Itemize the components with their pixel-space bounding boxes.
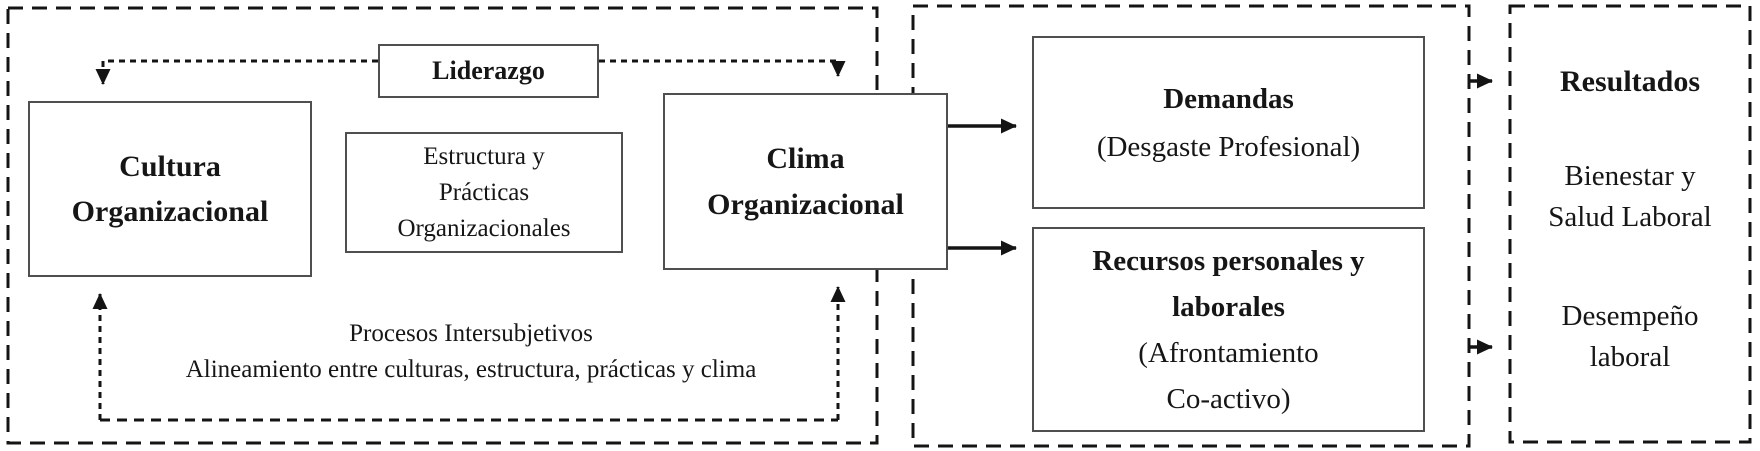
demandas-title: Demandas: [1163, 82, 1294, 115]
estructura-line-2: Prácticas: [438, 178, 530, 206]
procesos-line-1: Procesos Intersubjetivos: [349, 320, 593, 347]
resultados-item-desempeno: Desempeño laboral: [1510, 296, 1750, 378]
recursos-title-line-2: laborales: [1172, 290, 1285, 323]
resultados-title: Resultados: [1559, 65, 1701, 98]
clima-organizacional-box: Clima Organizacional: [663, 93, 948, 270]
desempeno-line-2: laboral: [1589, 341, 1671, 373]
bienestar-line-2: Salud Laboral: [1548, 201, 1712, 233]
liderazgo-box: Liderazgo: [378, 44, 599, 98]
procesos-line-2: Alineamiento entre culturas, estructura,…: [185, 356, 757, 383]
cultura-line-2: Organizacional: [71, 195, 269, 228]
resultados-dashed-frame: [1508, 4, 1752, 444]
cultura-line-1: Cultura: [119, 150, 221, 183]
liderazgo-label: Liderazgo: [432, 56, 545, 85]
demandas-box: Demandas (Desgaste Profesional): [1032, 36, 1425, 209]
estructura-line-3: Organizacionales: [397, 214, 571, 242]
recursos-subtitle-line-2: Co-activo): [1166, 382, 1291, 415]
demandas-subtitle: (Desgaste Profesional): [1096, 130, 1361, 163]
recursos-title-line-1: Recursos personales y: [1092, 244, 1365, 277]
recursos-box: Recursos personales y laborales (Afronta…: [1032, 227, 1425, 432]
bienestar-line-1: Bienestar y: [1564, 160, 1696, 192]
clima-line-1: Clima: [766, 141, 845, 175]
arrow-liderazgo-to-cultura: [95, 59, 378, 85]
estructura-line-1: Estructura y: [423, 142, 545, 170]
demands-resources-dashed-frame: [911, 4, 1471, 448]
recursos-subtitle-line-1: (Afrontamiento: [1138, 336, 1319, 369]
arrow-liderazgo-to-clima: [599, 59, 846, 77]
procesos-intersubjetivos-note: Procesos Intersubjetivos Alineamiento en…: [140, 316, 802, 388]
cultura-organizacional-box: Cultura Organizacional: [28, 101, 312, 277]
desempeno-line-1: Desempeño: [1561, 300, 1699, 332]
clima-line-2: Organizacional: [707, 187, 904, 221]
estructura-practicas-box: Estructura y Prácticas Organizacionales: [345, 132, 623, 253]
resultados-item-bienestar: Bienestar y Salud Laboral: [1505, 156, 1755, 238]
